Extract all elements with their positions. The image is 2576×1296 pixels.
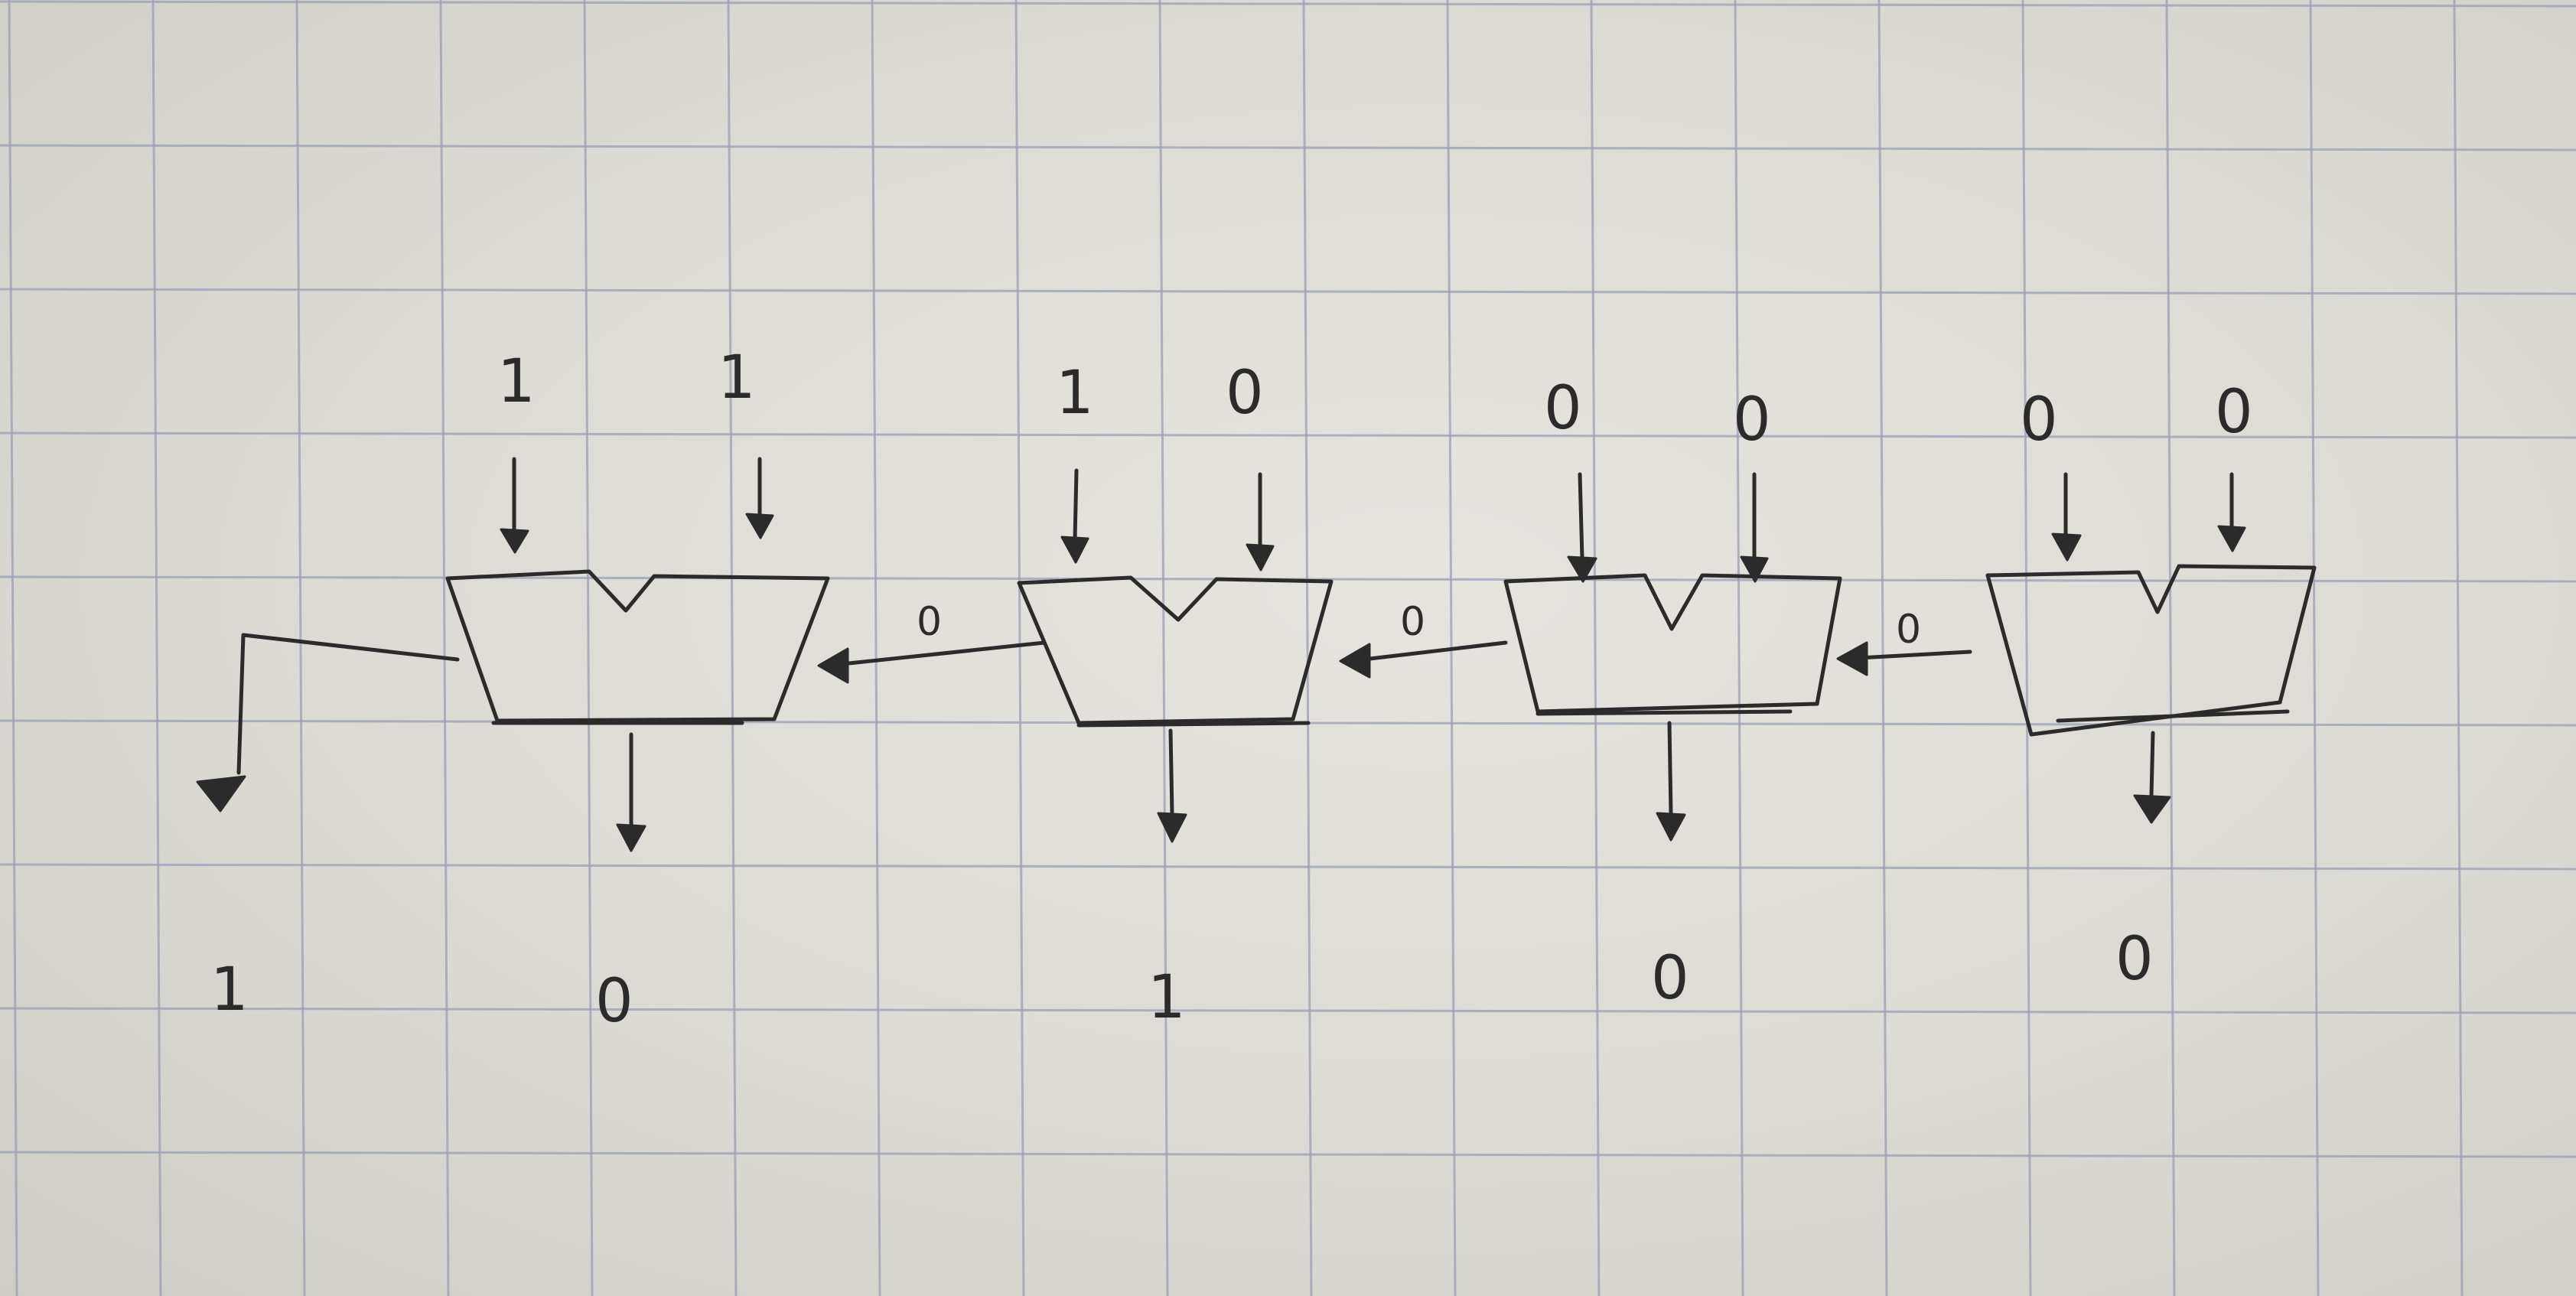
adder-3-sum-label: 0 xyxy=(1651,944,1689,1013)
grid-line-vertical xyxy=(1302,0,1313,1296)
carry-wire-2: 0 xyxy=(1339,599,1508,679)
carry-2-label: 0 xyxy=(1400,599,1425,645)
carry-3-label: 0 xyxy=(1896,607,1921,653)
adder-4-sum-arrow xyxy=(2133,731,2171,824)
adder-4-sum-label: 0 xyxy=(2115,925,2154,994)
grid-line-vertical xyxy=(727,0,738,1296)
adder-2-bottom-line xyxy=(1076,721,1311,728)
grid-line-vertical xyxy=(295,0,306,1296)
grid-line-vertical xyxy=(2453,0,2464,1296)
grid-line-horizontal xyxy=(0,1151,2576,1158)
carry-wire-1: 0 xyxy=(817,599,1047,684)
adder-3-input-a-label: 0 xyxy=(1544,374,1582,443)
carry-out-label: 1 xyxy=(210,956,249,1024)
grid-line-vertical xyxy=(1158,0,1169,1296)
grid-line-vertical xyxy=(439,0,450,1296)
grid-line-horizontal xyxy=(0,0,2576,8)
adder-4-input-a-label: 0 xyxy=(2020,386,2058,454)
adder-3-input-a-arrow xyxy=(1567,472,1597,583)
grid-line-horizontal xyxy=(0,144,2576,151)
grid-line-horizontal xyxy=(0,863,2576,871)
adder-2-input-a-label: 1 xyxy=(1056,359,1094,428)
adder-1-input-b-arrow xyxy=(745,457,774,539)
adder-2: 1 0 1 xyxy=(1017,359,1334,1032)
carry-1-label: 0 xyxy=(917,599,942,645)
grid-line-vertical xyxy=(2021,0,2032,1296)
adder-1-input-a-label: 1 xyxy=(497,347,536,416)
adder-3-sum-arrow xyxy=(1656,721,1686,842)
grid-line-vertical xyxy=(2309,0,2320,1296)
adder-2-input-a-arrow xyxy=(1060,468,1089,564)
adder-4-input-b-label: 0 xyxy=(2215,378,2253,447)
adder-1-input-a-arrow xyxy=(500,457,529,554)
grid-line-vertical xyxy=(151,0,162,1296)
adder-4-bottom-line xyxy=(2056,709,2290,723)
grid-line-horizontal xyxy=(0,1007,2576,1014)
adder-2-body xyxy=(1017,575,1334,725)
carry-wire-3: 0 xyxy=(1836,607,1972,676)
adder-2-input-b-arrow xyxy=(1246,472,1275,571)
adder-3-input-b-label: 0 xyxy=(1733,386,1771,454)
adder-3-bottom-line xyxy=(1536,709,1793,716)
grid-line-vertical xyxy=(1590,0,1601,1296)
adder-4-input-a-arrow xyxy=(2051,472,2082,562)
grid-line-vertical xyxy=(871,0,881,1296)
adder-2-sum-arrow xyxy=(1157,728,1187,843)
grid-line-vertical xyxy=(8,0,18,1296)
grid-line-vertical xyxy=(1877,0,1888,1296)
adder-1-input-b-label: 1 xyxy=(718,344,756,412)
adder-4: 0 0 0 xyxy=(1985,378,2317,994)
adder-2-sum-label: 1 xyxy=(1148,963,1186,1032)
adder-3-input-b-arrow xyxy=(1740,472,1769,583)
grid-line-horizontal xyxy=(0,288,2576,295)
adder-1-sum-label: 0 xyxy=(595,967,633,1036)
grid-line-horizontal xyxy=(0,431,2576,439)
grid-line-vertical xyxy=(1014,0,1025,1296)
grid-line-vertical xyxy=(2165,0,2176,1296)
adder-4-body xyxy=(1985,564,2317,737)
adder-3-body xyxy=(1503,573,1842,714)
grid-line-vertical xyxy=(583,0,594,1296)
carry-out-arrow xyxy=(196,633,460,812)
adder-1-sum-arrow xyxy=(616,732,646,852)
grid-line-vertical xyxy=(1734,0,1744,1296)
adder-1-body xyxy=(445,569,830,723)
adder-1: 1 1 0 1 xyxy=(196,344,830,1036)
adder-4-input-b-arrow xyxy=(2217,472,2246,552)
adder-3: 0 0 0 xyxy=(1503,374,1842,1013)
adder-2-input-b-label: 0 xyxy=(1226,359,1264,428)
